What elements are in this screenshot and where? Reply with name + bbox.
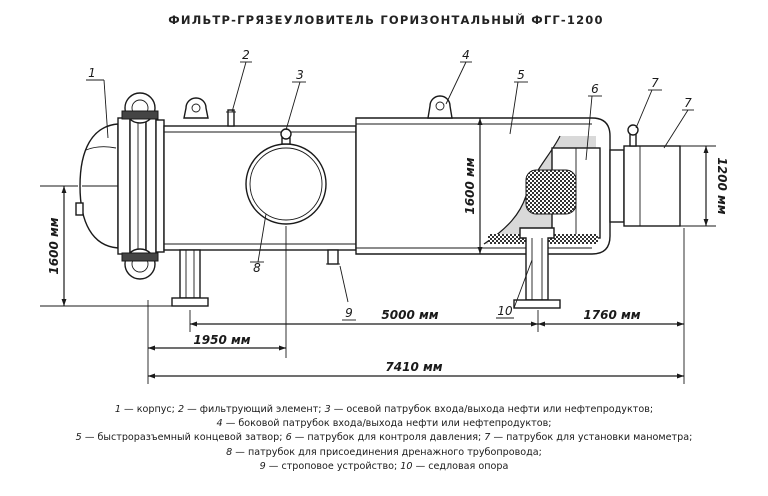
dim-1600-body: 1600 мм bbox=[463, 157, 477, 214]
legend-text: — седловая опора bbox=[412, 460, 509, 472]
callout-3: 7 bbox=[684, 96, 692, 110]
legend-text: — быстроразъемный концевой затвор; bbox=[81, 432, 286, 444]
dim-1200: 1200 мм bbox=[715, 157, 729, 214]
legend-line: 5 — быстроразъемный концевой затвор; 6 —… bbox=[0, 431, 768, 445]
legend-number: 7 bbox=[484, 432, 491, 444]
callout-2: 6 bbox=[591, 82, 599, 96]
dim-1950: 1950 мм bbox=[193, 333, 250, 347]
legend-text: — фильтрующий элемент; bbox=[184, 404, 325, 415]
callout-10: 10 bbox=[497, 304, 513, 318]
legend-text: — патрубок для контроля давления; bbox=[291, 432, 485, 444]
legend-number: 8 bbox=[226, 446, 233, 458]
legend-number: 2 bbox=[177, 404, 185, 415]
dim-1600-left: 1600 мм bbox=[47, 217, 61, 274]
callout-4: 8 bbox=[253, 261, 261, 275]
callout-leaders bbox=[86, 61, 694, 321]
callout-8: 9 bbox=[345, 306, 353, 320]
drawing-title: ФИЛЬТР-ГРЯЗЕУЛОВИТЕЛЬ ГОРИЗОНТАЛЬНЫЙ ФГГ… bbox=[168, 12, 603, 27]
legend-text: — патрубок для присоединения дренажного … bbox=[232, 446, 542, 458]
legend-text: — строповое устройство; bbox=[265, 460, 401, 472]
legend-number: 6 bbox=[285, 432, 292, 444]
dim-7410: 7410 мм bbox=[385, 360, 442, 374]
legend-line: 1 — корпус; 2 — фильтрующий элемент; 3 —… bbox=[0, 403, 768, 417]
legend-text: — боковой патрубок входа/выхода нефти ил… bbox=[222, 418, 552, 430]
axial-nozzle bbox=[609, 124, 681, 227]
legend-text: — осевой патрубок входа/выхода нефти или… bbox=[330, 404, 654, 415]
callout-1: 5 bbox=[517, 68, 525, 82]
legend-number: 5 bbox=[75, 432, 82, 444]
callout-9: 4 bbox=[462, 48, 470, 62]
legend-line: 8 — патрубок для присоединения дренажног… bbox=[0, 446, 768, 460]
end-closure bbox=[75, 92, 165, 280]
legend-number: 1 bbox=[114, 404, 121, 415]
callout-5: 1 bbox=[88, 66, 96, 80]
legend-text: — патрубок для установки манометра; bbox=[490, 432, 693, 444]
dim-5000: 5000 мм bbox=[381, 308, 438, 322]
right-saddle bbox=[513, 227, 561, 309]
legend: 1 — корпус; 2 — фильтрующий элемент; 3 —… bbox=[0, 403, 768, 474]
legend-number: 4 bbox=[216, 418, 223, 430]
legend-number: 10 bbox=[400, 460, 413, 472]
callout-7-right: 7 bbox=[651, 76, 659, 90]
side-nozzle bbox=[245, 128, 327, 225]
legend-line: 4 — боковой патрубок входа/выхода нефти … bbox=[0, 417, 768, 431]
dim-1760: 1760 мм bbox=[583, 308, 640, 322]
left-saddle bbox=[171, 249, 209, 307]
dimension-lines bbox=[40, 117, 716, 384]
legend-line: 9 — строповое устройство; 10 — седловая … bbox=[0, 460, 768, 474]
legend-number: 3 bbox=[324, 404, 331, 415]
callout-6: 2 bbox=[242, 48, 250, 62]
body-right-section bbox=[355, 117, 611, 255]
callout-7-left: 3 bbox=[296, 68, 304, 82]
legend-text: — корпус; bbox=[121, 404, 178, 415]
legend-number: 9 bbox=[259, 460, 266, 472]
